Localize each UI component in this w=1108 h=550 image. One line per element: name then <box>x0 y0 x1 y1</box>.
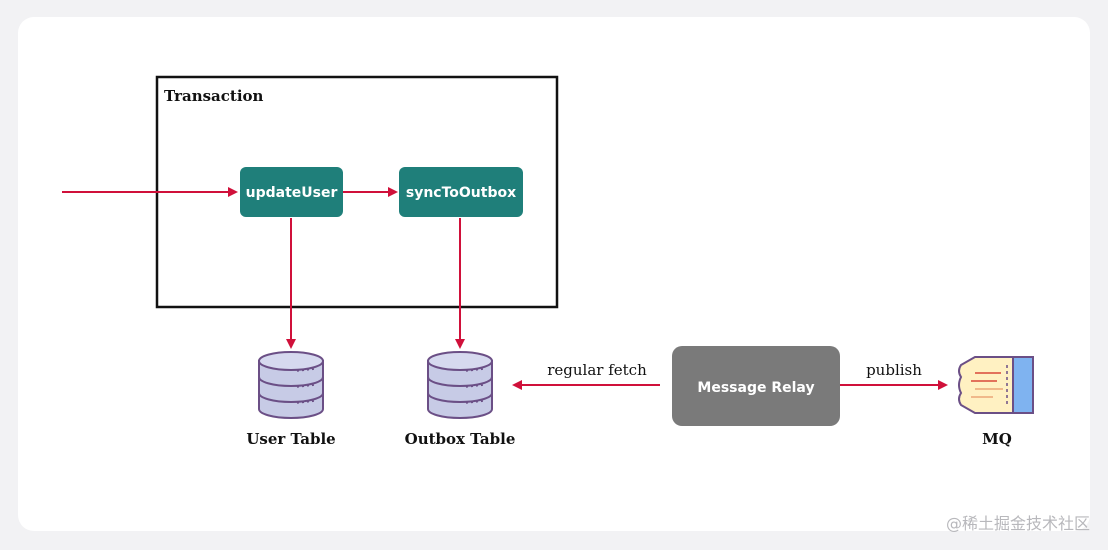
user-table-label: User Table <box>246 430 335 448</box>
sync-to-outbox-node: syncToOutbox <box>399 167 523 217</box>
diagram-card <box>18 17 1090 531</box>
message-relay-label: Message Relay <box>697 380 814 396</box>
mq-label: MQ <box>982 430 1012 448</box>
database-icon <box>427 351 493 419</box>
update-user-label: updateUser <box>246 185 338 201</box>
publish-label: publish <box>866 361 922 379</box>
regular-fetch-label: regular fetch <box>547 361 647 379</box>
update-user-node: updateUser <box>240 167 343 217</box>
watermark: @稀土掘金技术社区 <box>946 514 1090 533</box>
outbox-table-label: Outbox Table <box>405 430 516 448</box>
database-icon <box>258 351 324 419</box>
sync-to-outbox-label: syncToOutbox <box>406 185 516 201</box>
transaction-label: Transaction <box>164 87 264 105</box>
message-queue-icon <box>958 356 1034 414</box>
message-relay-node: Message Relay <box>672 346 840 426</box>
